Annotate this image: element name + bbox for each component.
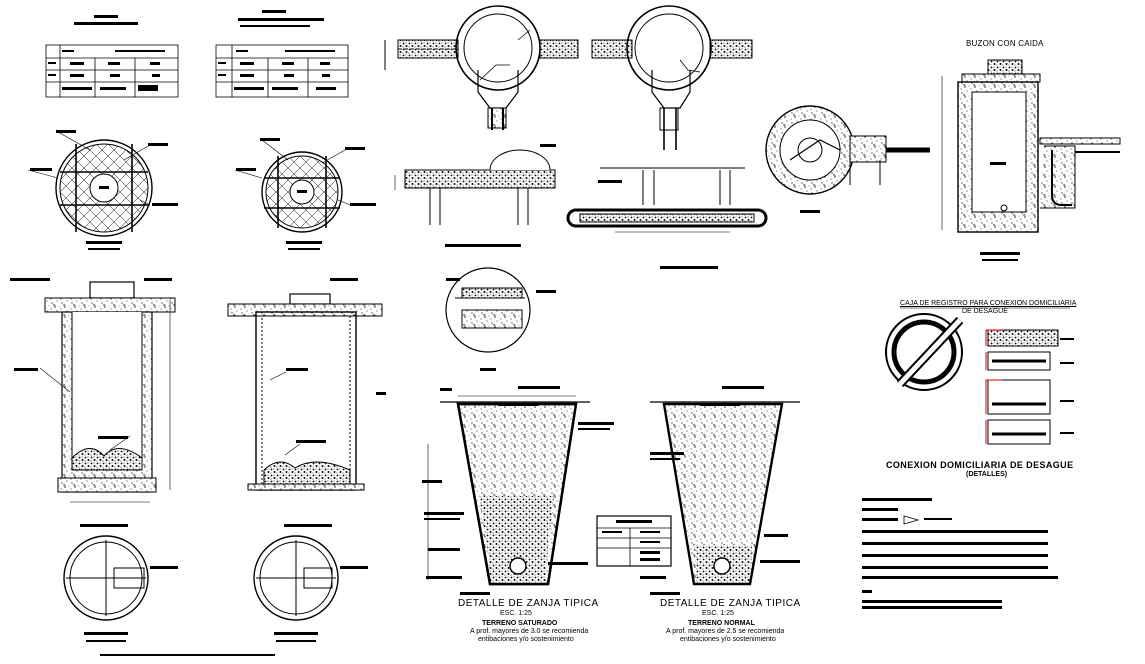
buzon-con-caida-title: BUZON CON CAIDA <box>966 39 1044 48</box>
manhole-section-left <box>10 278 176 527</box>
zanja-right-terrain: TERRENO NORMAL <box>688 620 755 627</box>
zanja-right-scale: ESC. 1:25 <box>702 610 734 617</box>
registration-box-detail <box>885 307 1074 445</box>
manhole-section-middle <box>227 278 386 527</box>
table-left <box>45 15 179 98</box>
manhole-plan-bottom-left <box>63 535 275 656</box>
manhole-plan-bottom-middle <box>253 535 368 642</box>
caja-registro-title-line1: CAJA DE REGISTRO PARA CONEXION DOMICILIA… <box>900 300 1077 307</box>
drop-manhole-section <box>941 59 1121 261</box>
manhole-lid-plan-left <box>27 130 178 250</box>
caja-registro-title-line2: DE DESAGUE <box>962 308 1008 315</box>
pipe-ring-detail-right <box>591 5 753 150</box>
conexion-domiciliaria-title: CONEXION DOMICILIARIA DE DESAGUE <box>886 460 1074 470</box>
beam-detail <box>566 167 768 269</box>
zanja-left-scale: ESC. 1:25 <box>500 610 532 617</box>
manhole-lid-plan-right <box>234 138 376 250</box>
notes-block <box>862 498 1058 609</box>
pipe-ring-detail-left <box>384 5 579 130</box>
cover-section-detail <box>394 144 556 247</box>
cover-zoom-detail <box>445 267 556 371</box>
drain-plan-round <box>765 105 930 213</box>
zanja-right-note1: A prof. mayores de 2.5 se recomienda <box>666 628 785 635</box>
table-middle <box>215 10 349 98</box>
zanja-left-note2: entibaciones y/o sostenimiento <box>478 636 574 643</box>
trench-table <box>596 515 672 567</box>
zanja-right-title: DETALLE DE ZANJA TIPICA <box>660 598 801 609</box>
detalles-subtitle: (DETALLES) <box>966 471 1008 478</box>
trench-section-left <box>422 386 614 595</box>
zanja-left-terrain: TERRENO SATURADO <box>482 620 558 627</box>
zanja-left-title: DETALLE DE ZANJA TIPICA <box>458 598 599 609</box>
zanja-left-note1: A prof. mayores de 3.0 se recomienda <box>470 628 589 635</box>
trench-section-right <box>640 386 800 595</box>
zanja-right-note2: entibaciones y/o sostenimiento <box>680 636 776 643</box>
